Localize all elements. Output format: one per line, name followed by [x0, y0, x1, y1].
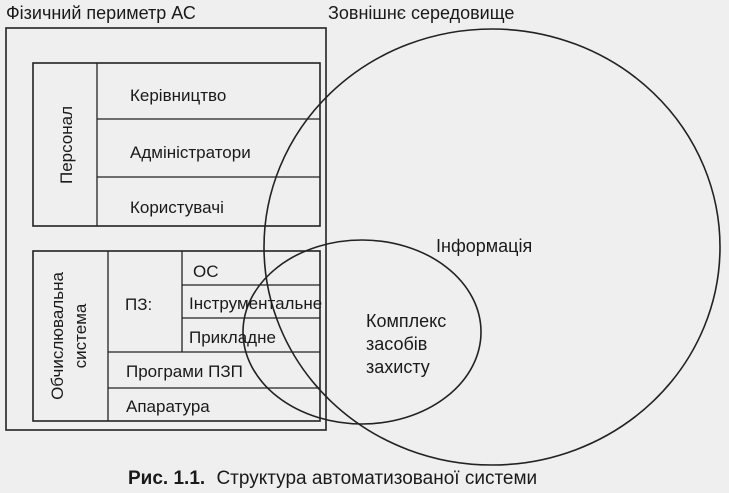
protection-label-line2: засобів [366, 334, 427, 354]
personnel-label: Персонал [57, 106, 76, 184]
computing-system-label-line2: система [71, 303, 90, 368]
firmware-label: Програми ПЗП [126, 362, 243, 381]
information-circle [263, 28, 721, 466]
tool-software-label: Інструментальне [189, 294, 322, 313]
figure-caption-number: Рис. 1.1. [128, 468, 205, 489]
figure-caption: Рис. 1.1. Структура автоматизованої сист… [128, 468, 537, 489]
management-label: Керівництво [130, 86, 226, 105]
hardware-label: Апаратура [126, 397, 210, 416]
information-label: Інформація [436, 236, 532, 256]
users-label: Користувачі [130, 198, 224, 217]
personnel-box [32, 62, 321, 227]
protection-label-line3: захисту [366, 357, 430, 377]
os-label: ОС [193, 262, 219, 281]
software-label: ПЗ: [125, 295, 152, 314]
application-software-label: Прикладне [189, 328, 276, 347]
administrators-label: Адміністратори [130, 143, 251, 162]
computing-system-box [32, 250, 321, 422]
physical-perimeter-box [5, 27, 327, 431]
protection-complex-circle [242, 239, 482, 425]
external-environment-label: Зовнішнє середовище [328, 3, 514, 23]
physical-perimeter-label: Фізичний периметр АС [6, 3, 196, 23]
protection-label-line1: Комплекс [366, 311, 446, 331]
computing-system-label-line1: Обчислювальна [48, 272, 67, 400]
figure-caption-text: Структура автоматизованої системи [216, 468, 537, 489]
